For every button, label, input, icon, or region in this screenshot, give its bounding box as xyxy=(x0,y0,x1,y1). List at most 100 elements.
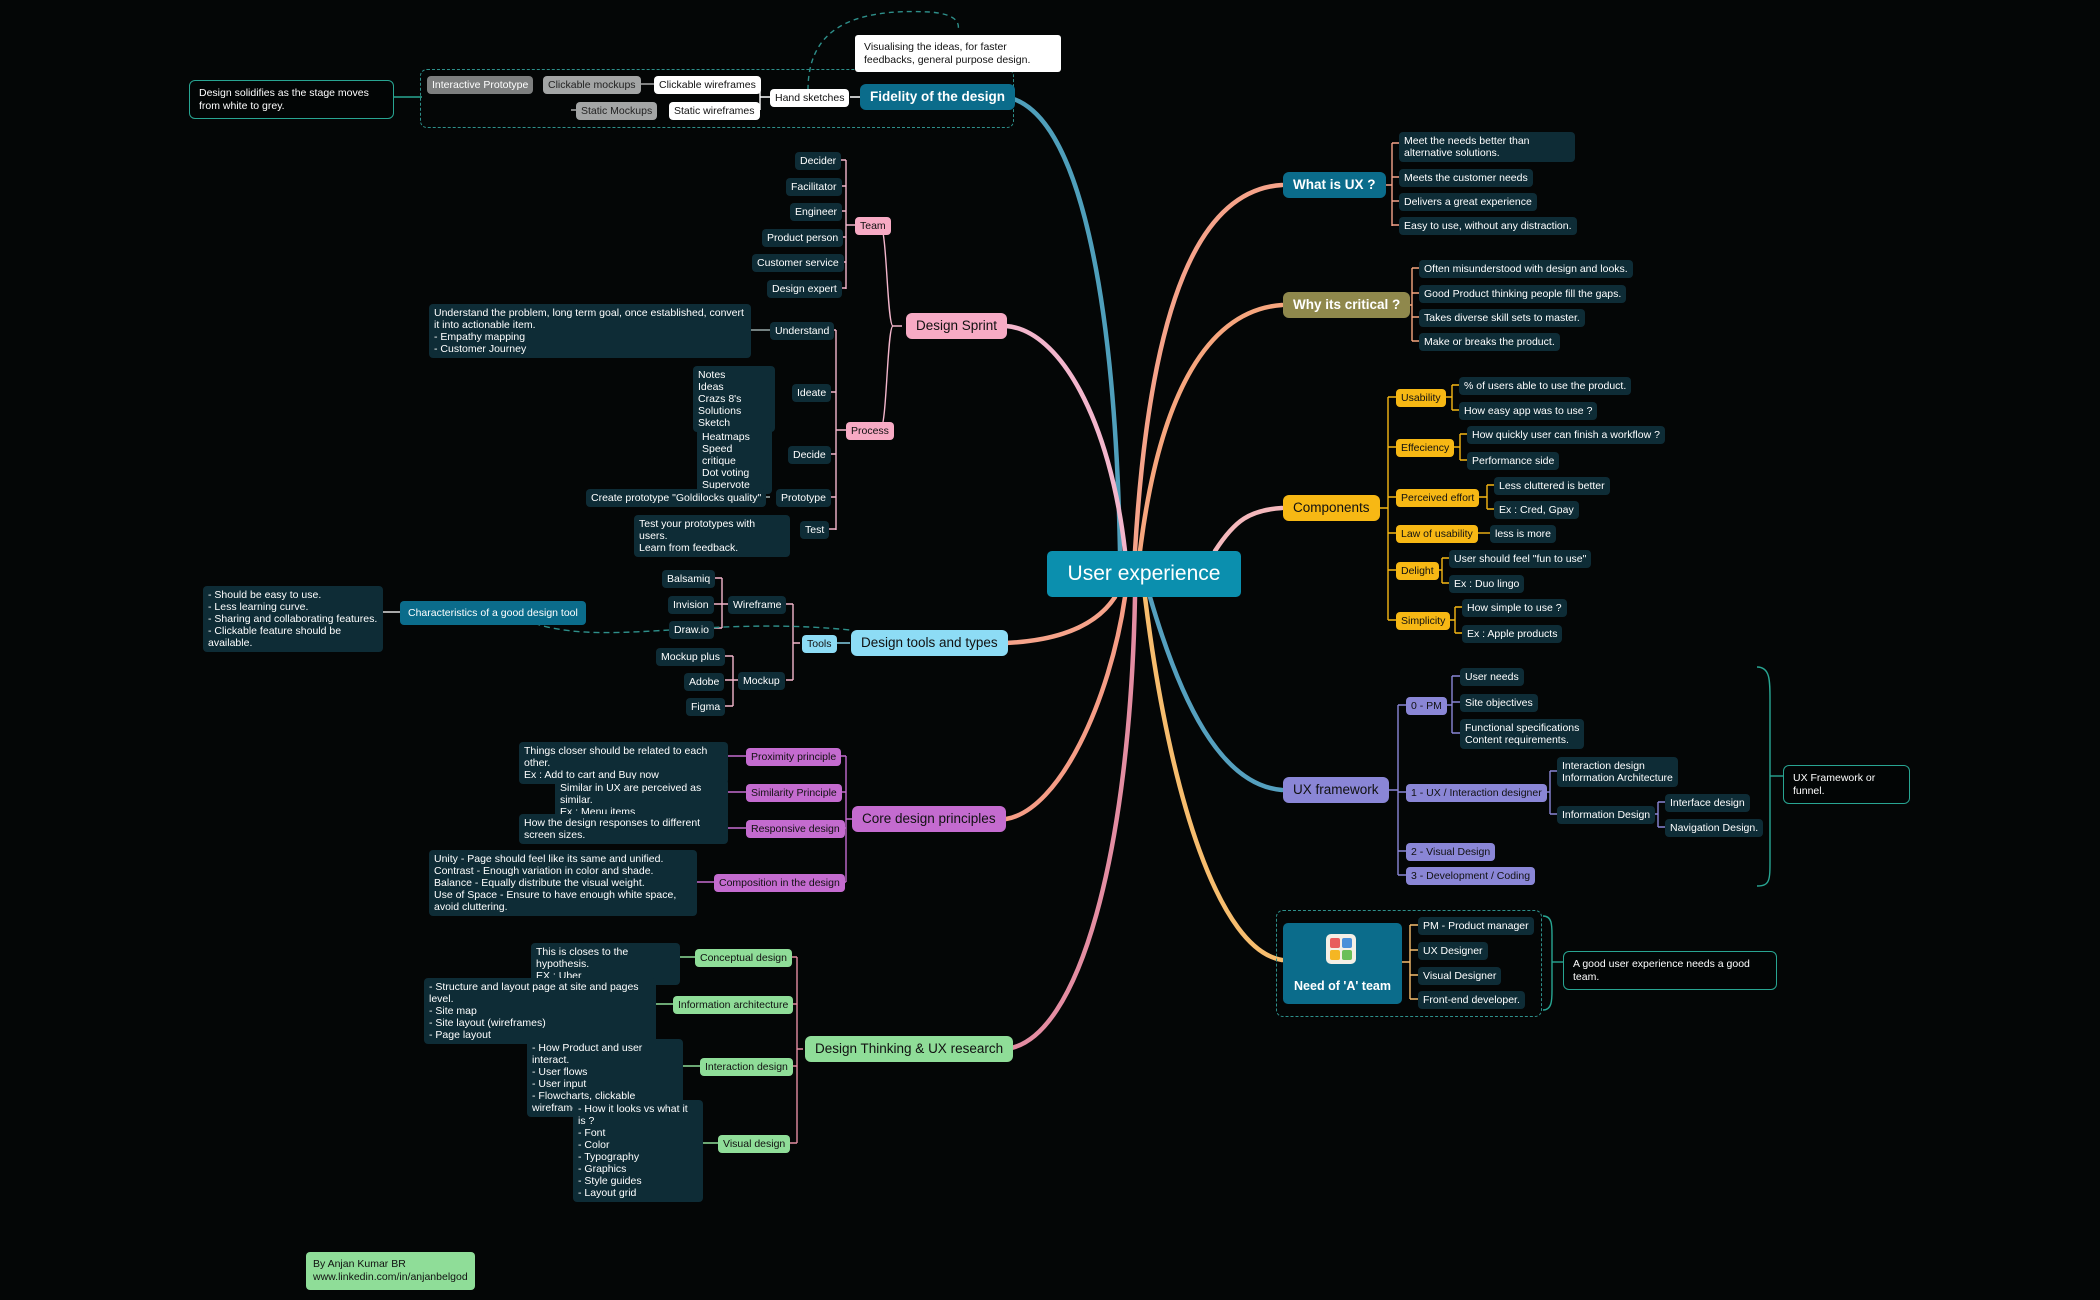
interactive-prototype[interactable]: Interactive Prototype xyxy=(427,76,534,94)
mockup-tool[interactable]: Adobe xyxy=(684,673,725,691)
team-title: Need of 'A' team xyxy=(1294,979,1391,993)
framework-dev[interactable]: 3 - Development / Coding xyxy=(1406,867,1536,885)
framework-visual[interactable]: 2 - Visual Design xyxy=(1406,843,1496,861)
what-is-ux-title[interactable]: What is UX ? xyxy=(1283,172,1386,198)
framework-ixd[interactable]: 1 - UX / Interaction designer xyxy=(1406,784,1547,802)
delight[interactable]: Delight xyxy=(1396,562,1439,580)
central-topic[interactable]: User experience xyxy=(1047,551,1241,597)
sprint-title[interactable]: Design Sprint xyxy=(906,313,1008,339)
fidelity-note-top: Visualising the ideas, for faster feedba… xyxy=(855,35,1061,72)
ixd-item: Interaction design Information Architect… xyxy=(1557,757,1678,787)
efficiency-item: Performance side xyxy=(1467,452,1560,470)
sprint-process-label[interactable]: Process xyxy=(846,422,894,440)
visual-design[interactable]: Visual design xyxy=(718,1135,791,1153)
link-thinking xyxy=(1003,594,1138,1052)
pm-item: User needs xyxy=(1460,668,1524,686)
team-member[interactable]: Customer service xyxy=(752,254,844,272)
ixd-item: Information Design xyxy=(1557,806,1656,824)
tool-characteristics-note: - Should be easy to use. - Less learning… xyxy=(203,586,383,652)
framework-pm[interactable]: 0 - PM xyxy=(1406,697,1447,715)
wireframe-tool[interactable]: Draw.io xyxy=(669,621,715,639)
pm-item: Site objectives xyxy=(1460,694,1538,712)
link-sprint xyxy=(1003,323,1128,554)
responsive-design[interactable]: Responsive design xyxy=(746,820,845,838)
pm-item: Functional specifications Content requir… xyxy=(1460,719,1585,749)
tool-characteristics-title[interactable]: Characteristics of a good design tool xyxy=(400,601,586,625)
similarity-principle[interactable]: Similarity Principle xyxy=(746,784,842,802)
wireframe-tool[interactable]: Invision xyxy=(668,596,714,614)
framework-title[interactable]: UX framework xyxy=(1283,777,1389,803)
what-is-item: Easy to use, without any distraction. xyxy=(1399,217,1577,235)
what-is-item: Meets the customer needs xyxy=(1399,169,1533,187)
components-title[interactable]: Components xyxy=(1283,495,1380,521)
interaction-design[interactable]: Interaction design xyxy=(700,1058,793,1076)
process-decide[interactable]: Decide xyxy=(788,446,831,464)
hand-sketches[interactable]: Hand sketches xyxy=(770,89,850,107)
team-group-frame xyxy=(1276,910,1542,1017)
clickable-mockups[interactable]: Clickable mockups xyxy=(543,76,641,94)
simplicity-item: How simple to use ? xyxy=(1462,599,1567,617)
ixd-sub-item: Navigation Design. xyxy=(1665,819,1764,837)
team-icon xyxy=(1326,934,1356,964)
clickable-wireframes[interactable]: Clickable wireframes xyxy=(654,76,761,94)
team-member[interactable]: Product person xyxy=(762,229,844,247)
prototype-note: Create prototype "Goldilocks quality" xyxy=(586,489,767,507)
delight-item: User should feel "fun to use" xyxy=(1449,550,1592,568)
mockup-tool[interactable]: Figma xyxy=(686,698,726,716)
link-principles xyxy=(1003,594,1128,822)
tools-label[interactable]: Tools xyxy=(802,635,837,653)
fidelity-note-left: Design solidifies as the stage moves fro… xyxy=(189,80,394,119)
framework-note: UX Framework or funnel. xyxy=(1783,765,1910,804)
simplicity[interactable]: Simplicity xyxy=(1396,612,1451,630)
simplicity-item: Ex : Apple products xyxy=(1462,625,1563,643)
law-of-usability[interactable]: Law of usability xyxy=(1396,525,1478,543)
process-understand[interactable]: Understand xyxy=(770,322,835,340)
process-test[interactable]: Test xyxy=(800,521,830,539)
team-member[interactable]: Engineer xyxy=(790,203,843,221)
static-mockups[interactable]: Static Mockups xyxy=(576,102,658,120)
information-architecture[interactable]: Information architecture xyxy=(673,996,794,1014)
link-fidelity xyxy=(1003,94,1123,554)
link-framework xyxy=(1147,594,1285,793)
link-team xyxy=(1142,594,1285,963)
wireframe-tool[interactable]: Balsamiq xyxy=(662,570,716,588)
team-member[interactable]: Decider xyxy=(795,152,842,170)
thinking-title[interactable]: Design Thinking & UX research xyxy=(805,1036,1014,1062)
perceived-item: Less cluttered is better xyxy=(1494,477,1610,495)
static-wireframes[interactable]: Static wireframes xyxy=(669,102,760,120)
decide-note: Heatmaps Speed critique Dot voting Super… xyxy=(697,428,772,494)
ixd-sub-item: Interface design xyxy=(1665,794,1750,812)
principles-title[interactable]: Core design principles xyxy=(852,806,1006,832)
team-item: Visual Designer xyxy=(1418,967,1502,985)
visual-note: - How it looks vs what it is ? - Font - … xyxy=(573,1100,703,1202)
team-member[interactable]: Design expert xyxy=(767,280,842,298)
usability-item: How easy app was to use ? xyxy=(1459,402,1598,420)
composition-design[interactable]: Composition in the design xyxy=(714,874,845,892)
why-critical-title[interactable]: Why its critical ? xyxy=(1283,292,1411,318)
delight-item: Ex : Duo lingo xyxy=(1449,575,1525,593)
process-prototype[interactable]: Prototype xyxy=(776,489,831,507)
what-is-item: Delivers a great experience xyxy=(1399,193,1537,211)
tools-title[interactable]: Design tools and types xyxy=(851,630,1008,656)
team-member[interactable]: Facilitator xyxy=(786,178,842,196)
tools-mockup[interactable]: Mockup xyxy=(738,672,785,690)
proximity-principle[interactable]: Proximity principle xyxy=(746,748,842,766)
conceptual-design[interactable]: Conceptual design xyxy=(695,949,792,967)
info-arch-note: - Structure and layout page at site and … xyxy=(424,978,656,1044)
why-item: Takes diverse skill sets to master. xyxy=(1419,309,1585,327)
efficiency-item: How quickly user can finish a workflow ? xyxy=(1467,426,1665,444)
fidelity-title[interactable]: Fidelity of the design xyxy=(860,84,1016,110)
mockup-tool[interactable]: Mockup plus xyxy=(656,648,725,666)
usability[interactable]: Usability xyxy=(1396,389,1446,407)
tools-wireframe[interactable]: Wireframe xyxy=(728,596,787,614)
responsive-note: How the design responses to different sc… xyxy=(519,814,728,844)
process-ideate[interactable]: Ideate xyxy=(792,384,832,402)
ideate-note: Notes Ideas Crazs 8's Solutions Sketch xyxy=(693,366,775,432)
sprint-team-label[interactable]: Team xyxy=(855,217,891,235)
understand-note: Understand the problem, long term goal, … xyxy=(429,304,751,358)
efficiency[interactable]: Effeciency xyxy=(1396,439,1455,457)
perceived-effort[interactable]: Perceived effort xyxy=(1396,489,1480,507)
link-components xyxy=(1212,505,1285,554)
